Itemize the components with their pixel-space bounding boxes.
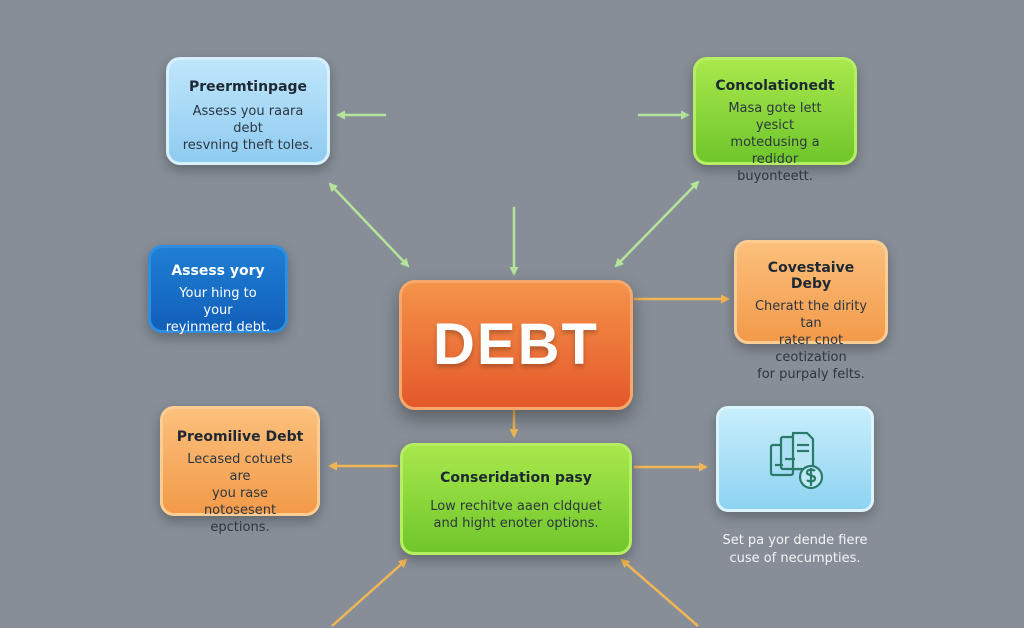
node-mid-right[interactable]: Covestaive Deby Cheratt the dirity tan r… [734,240,888,382]
arrow-bottom-right [620,558,699,627]
node-low-center[interactable]: Conseridation pasy Low rechitve aaen cld… [400,443,632,555]
center-debt-node[interactable]: DEBT [399,280,633,410]
node-title: Concolationedt [715,78,835,94]
node-mid-left[interactable]: Assess yory Your hing to your reyinmerd … [148,245,288,335]
node-text: Assess you raara debt resvning theft tol… [182,104,314,153]
arrow-top-left-to-center [328,182,410,268]
node-text: Your hing to your reyinmerd debt. [165,286,271,335]
node-low-left[interactable]: Preomilive Debt Lecased cotuets are you … [160,406,320,535]
node-text: Lecased cotuets are you rase notosesent … [187,452,293,535]
arrow-top-right-to-center [614,180,700,268]
documents-dollar-icon [769,431,824,490]
node-text: Cheratt the dirity tan rater cnot ceotiz… [754,299,868,382]
node-text: Low rechitve aaen cldquet and hight enot… [430,499,602,531]
node-top-right[interactable]: Concolationedt Masa gote lett yesict mot… [693,57,857,184]
center-label: DEBT [433,312,599,377]
node-title: Covestaive Deby [767,260,855,292]
node-title: Conseridation pasy [440,470,592,486]
icon-card[interactable] [716,406,874,512]
node-title: Preomilive Debt [176,429,304,445]
node-title: Preermtinpage [188,79,308,95]
node-title: Assess yory [171,263,265,279]
arrow-bottom-left [331,558,408,627]
node-top-left[interactable]: Preermtinpage Assess you raara debt resv… [166,57,330,165]
node-text: Masa gote lett yesict motedusing a redid… [728,101,822,184]
icon-card-caption: Set pa yor dende fiere cuse of necumptie… [722,533,868,566]
